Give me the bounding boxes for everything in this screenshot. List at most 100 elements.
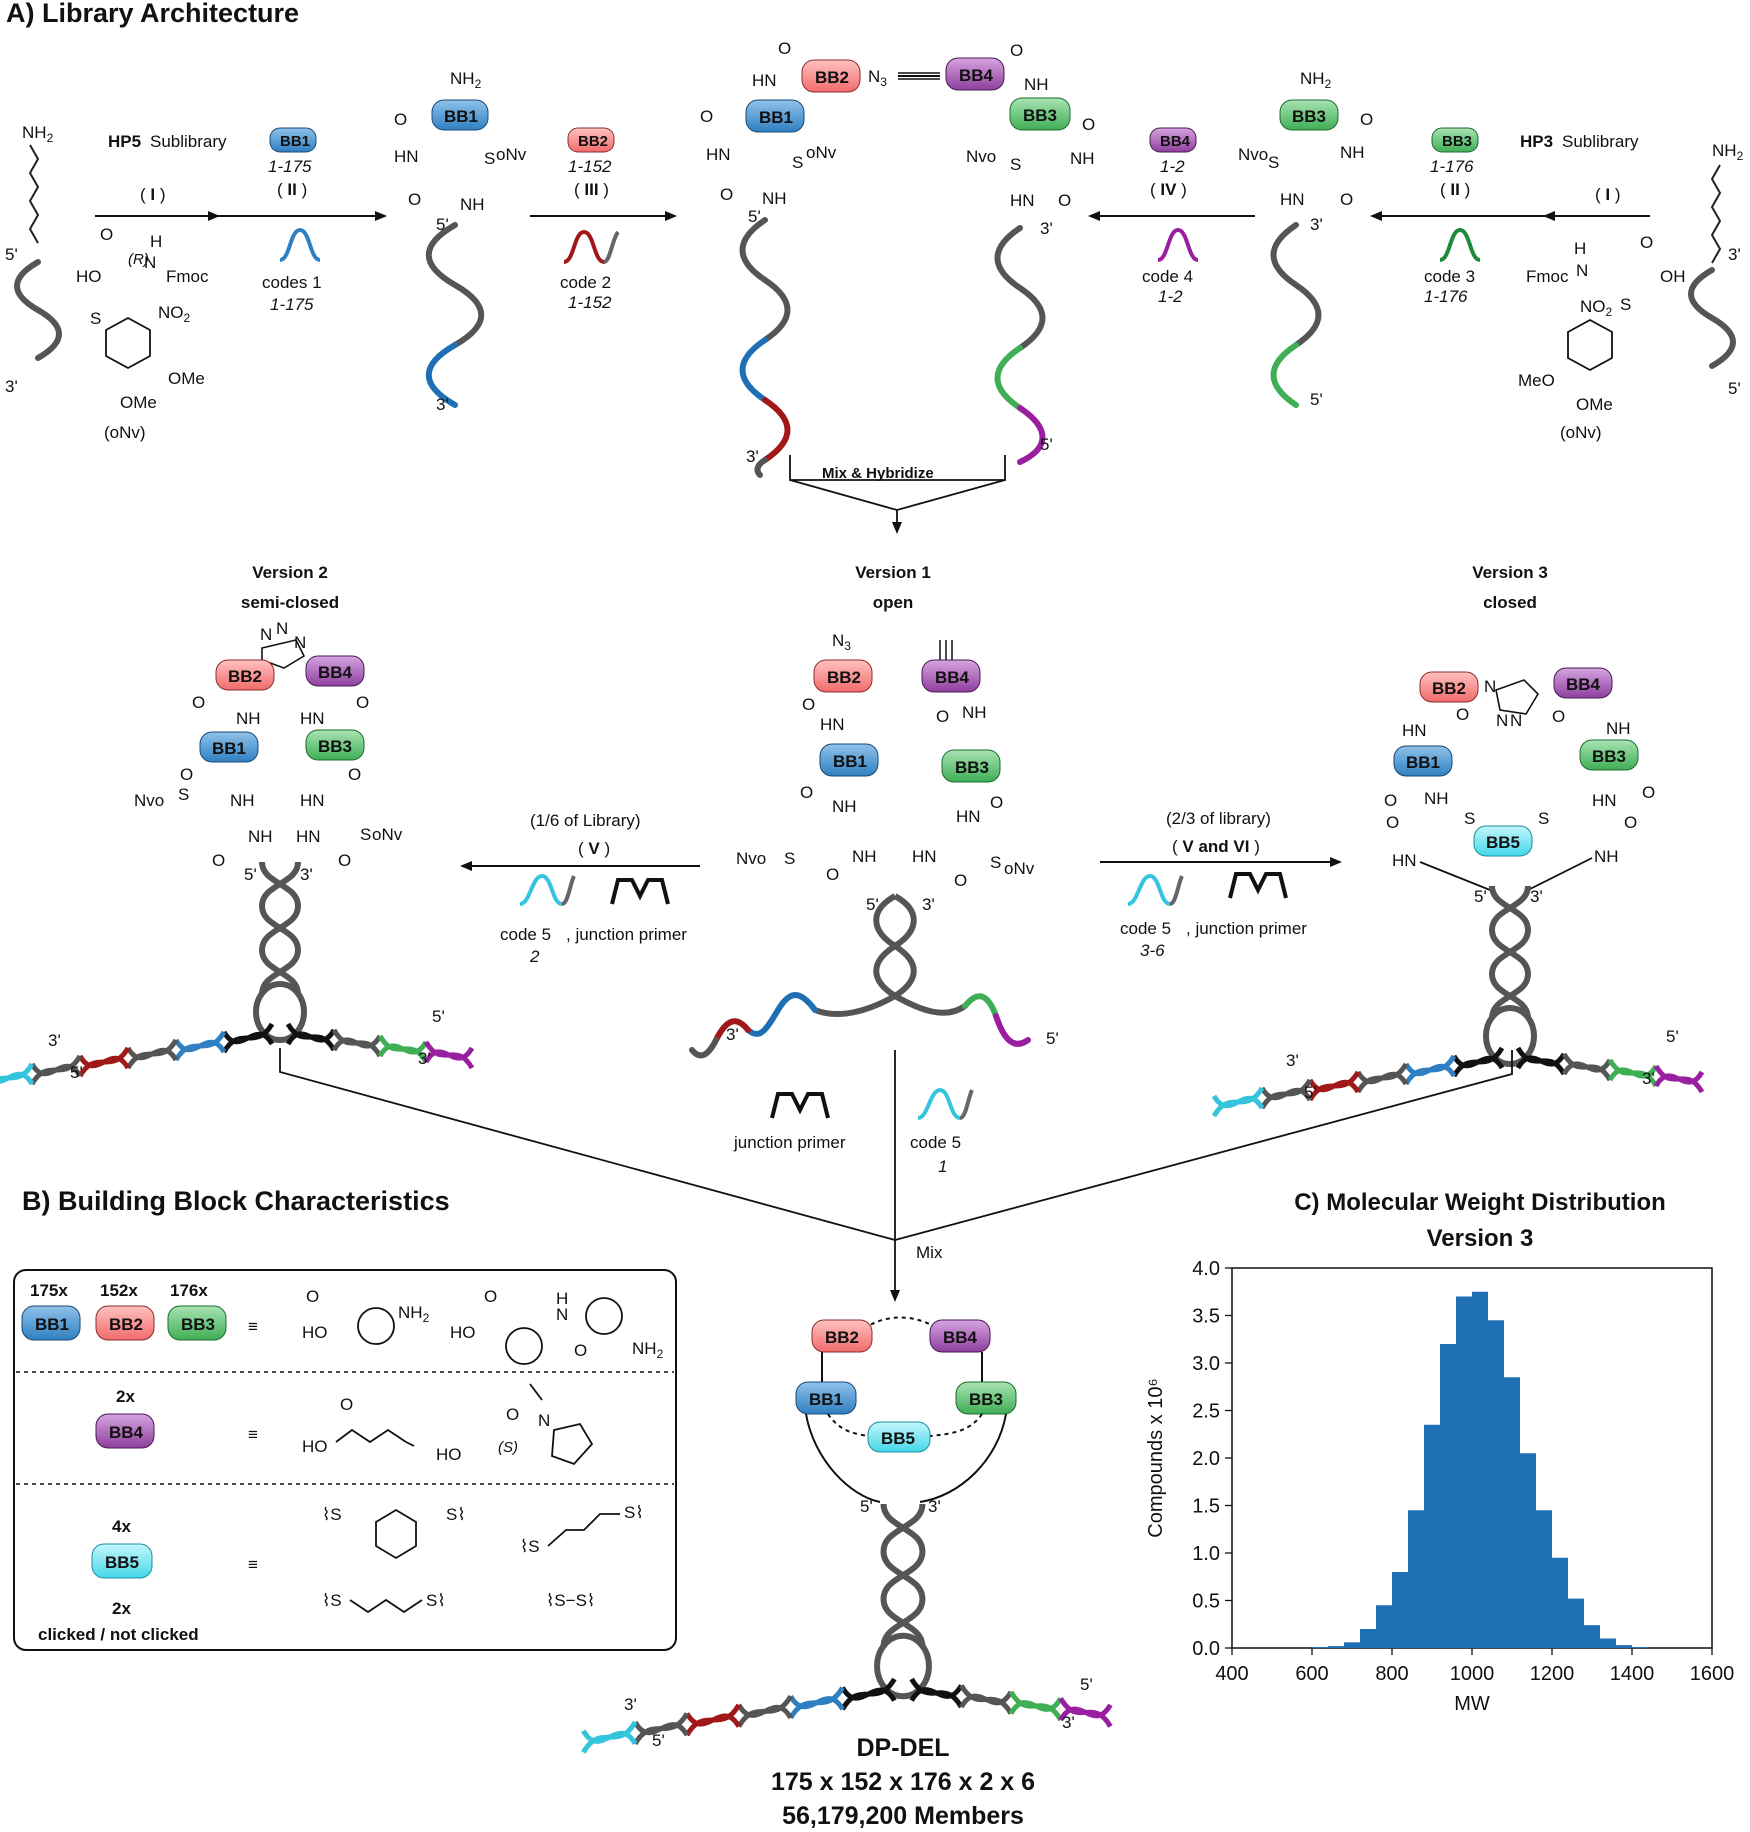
- svg-text:3': 3': [624, 1695, 637, 1714]
- svg-text:⌇S: ⌇S: [520, 1537, 540, 1556]
- svg-text:BB2: BB2: [228, 667, 262, 686]
- svg-text:HN: HN: [394, 147, 419, 166]
- svg-text:( II ): ( II ): [277, 180, 307, 199]
- svg-text:O: O: [1010, 41, 1023, 60]
- helix-arm-segment: [1307, 1078, 1361, 1094]
- histogram-bar: [1328, 1646, 1344, 1648]
- helix-arm-segment: [29, 1062, 83, 1078]
- svg-text:Nvo: Nvo: [134, 791, 164, 810]
- x-axis-label: MW: [1454, 1693, 1490, 1715]
- svg-text:3': 3': [300, 865, 313, 884]
- svg-text:3-6: 3-6: [1140, 941, 1165, 960]
- svg-text:176x: 176x: [170, 1281, 208, 1300]
- svg-text:( III ): ( III ): [574, 180, 609, 199]
- version1-structure: N3 BB2 BB4 O HN O NH BB1 BB3 O NH O HN N…: [689, 631, 1059, 1176]
- svg-text:Nvo: Nvo: [966, 147, 996, 166]
- svg-text:O: O: [802, 695, 815, 714]
- svg-text:1-175: 1-175: [270, 295, 314, 314]
- svg-text:3': 3': [1286, 1051, 1299, 1070]
- svg-text:O: O: [826, 865, 839, 884]
- histogram-bar: [1552, 1557, 1568, 1648]
- helix-junction: [1483, 1005, 1537, 1067]
- svg-text:152x: 152x: [100, 1281, 138, 1300]
- svg-text:O: O: [1340, 190, 1353, 209]
- x-tick-label: 1600: [1690, 1663, 1735, 1685]
- svg-text:S: S: [1010, 155, 1021, 174]
- svg-text:BB2: BB2: [109, 1315, 143, 1334]
- svg-text:O: O: [306, 1287, 319, 1306]
- svg-text:N3: N3: [832, 631, 851, 653]
- svg-text:5': 5': [1666, 1027, 1679, 1046]
- svg-text:⌇S: ⌇S: [322, 1591, 342, 1610]
- svg-text:BB1: BB1: [809, 1390, 843, 1409]
- histogram-bar: [1472, 1291, 1488, 1648]
- histogram-bar: [1616, 1645, 1632, 1648]
- svg-text:4x: 4x: [112, 1517, 131, 1536]
- svg-text:1: 1: [938, 1157, 947, 1176]
- helix-arm-segment: [788, 1694, 845, 1711]
- svg-text:O: O: [1456, 705, 1469, 724]
- svg-text:junction primer: junction primer: [733, 1133, 846, 1152]
- svg-text:HN: HN: [1392, 851, 1417, 870]
- x-tick-label: 800: [1375, 1663, 1408, 1685]
- svg-text:O: O: [180, 765, 193, 784]
- helix-arm-segment: [1259, 1086, 1313, 1102]
- histogram-bar: [1584, 1625, 1600, 1648]
- svg-text:O: O: [506, 1405, 519, 1424]
- onv-label-right: (oNv): [1560, 423, 1602, 442]
- svg-text:O: O: [408, 190, 421, 209]
- histogram-bar: [1488, 1320, 1504, 1648]
- svg-text:S: S: [360, 825, 371, 844]
- svg-text:3': 3': [1728, 245, 1741, 264]
- panel-a-title: A) Library Architecture: [6, 0, 299, 28]
- svg-text:O: O: [990, 793, 1003, 812]
- svg-text:N3: N3: [868, 67, 887, 89]
- dpdel-helix: [581, 1503, 1113, 1754]
- helix-arm-segment: [1607, 1064, 1659, 1082]
- svg-text:N: N: [1496, 711, 1508, 730]
- svg-text:BB5: BB5: [1486, 833, 1520, 852]
- svg-text:S: S: [178, 785, 189, 804]
- svg-text:S⌇: S⌇: [446, 1505, 466, 1524]
- svg-text:3': 3': [1062, 1713, 1075, 1732]
- svg-text:O: O: [484, 1287, 497, 1306]
- svg-text:HN: HN: [296, 827, 321, 846]
- code2-label: code 2: [560, 273, 611, 292]
- svg-text:code 5: code 5: [500, 925, 551, 944]
- histogram-bar: [1376, 1605, 1392, 1648]
- helix-arm-segment: [1561, 1058, 1613, 1076]
- svg-text:BB4: BB4: [318, 663, 353, 682]
- svg-text:(R): (R): [128, 251, 149, 268]
- svg-text:N: N: [1510, 711, 1522, 730]
- x-tick-label: 1200: [1530, 1663, 1575, 1685]
- svg-text:BB5: BB5: [105, 1553, 139, 1572]
- y-tick-label: 1.0: [1192, 1543, 1220, 1565]
- svg-text:BB3: BB3: [1023, 106, 1057, 125]
- svg-text:175x: 175x: [30, 1281, 68, 1300]
- svg-text:NO2: NO2: [1580, 297, 1613, 319]
- helix-stem: [1489, 929, 1531, 975]
- svg-text:NH: NH: [1594, 847, 1619, 866]
- helix-stem: [259, 861, 301, 907]
- svg-text:NH2: NH2: [22, 123, 54, 145]
- svg-text:, junction primer: , junction primer: [1186, 919, 1307, 938]
- dpdel-members: 56,179,200 Members: [782, 1802, 1024, 1830]
- svg-text:BB3: BB3: [1592, 747, 1626, 766]
- dpdel-name: DP-DEL: [856, 1734, 949, 1762]
- svg-text:3': 3': [5, 377, 18, 396]
- svg-text:5': 5': [652, 1731, 665, 1750]
- helix-arm-segment: [1515, 1052, 1567, 1070]
- svg-text:BB2: BB2: [815, 68, 849, 87]
- svg-text:N: N: [538, 1411, 550, 1430]
- svg-text:S⌇: S⌇: [624, 1503, 644, 1522]
- svg-text:NH: NH: [762, 189, 787, 208]
- svg-text:oNv: oNv: [496, 145, 527, 164]
- hp3-label: HP3: [1520, 132, 1553, 151]
- svg-text:NH: NH: [962, 703, 987, 722]
- helix-arm-segment: [840, 1686, 897, 1702]
- histogram-bar: [1344, 1642, 1360, 1648]
- svg-text:O: O: [1552, 707, 1565, 726]
- svg-text:HN: HN: [300, 791, 325, 810]
- svg-text:1-152: 1-152: [568, 157, 612, 176]
